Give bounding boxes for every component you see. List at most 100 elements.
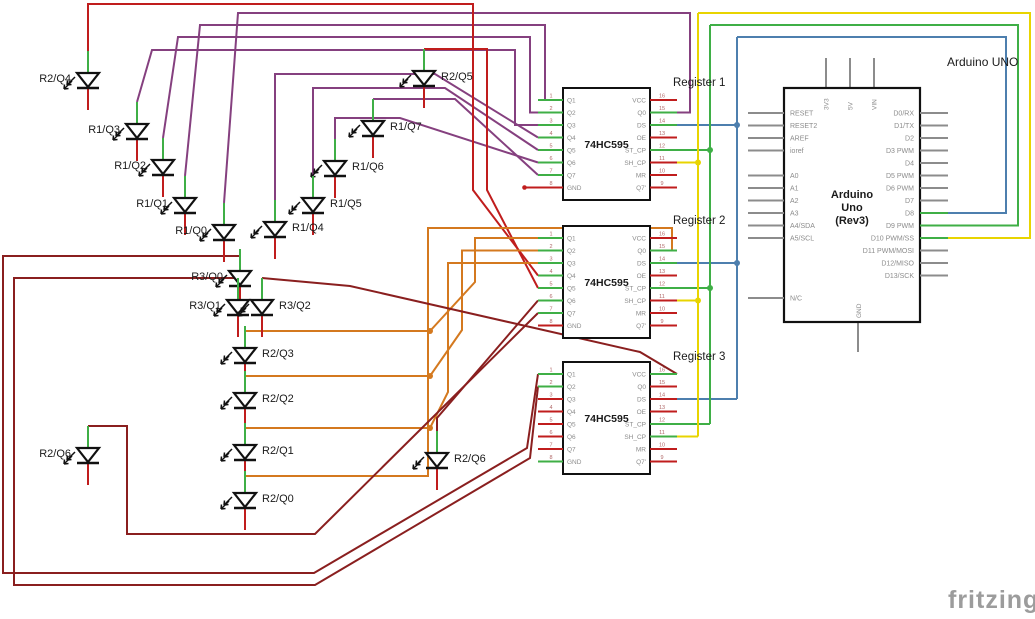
led-r1-q2[interactable]: R1/Q2 <box>114 138 177 197</box>
led-triangle[interactable] <box>210 223 238 241</box>
led-triangle[interactable] <box>149 158 177 176</box>
junction-dot <box>707 147 713 153</box>
pin-number: 10 <box>659 307 665 313</box>
pin-number: 14 <box>659 119 665 125</box>
wire-led-r1q5-reg1-q5[interactable] <box>312 87 539 176</box>
led-emission-arrow-icon <box>288 205 298 215</box>
wire-led-r1q7-reg1-q7[interactable] <box>373 98 539 176</box>
arduino-title: Uno <box>841 202 863 214</box>
led-r2-q5[interactable]: R2/Q5 <box>399 49 473 108</box>
arduino-pin-label: D11 PWM/MOSI <box>863 248 914 255</box>
led-r2-q1[interactable]: R2/Q1 <box>220 423 294 482</box>
wire-led-r1q0-reg1-q0[interactable] <box>223 12 691 204</box>
wire-led-r2q6-left-reg2-q7[interactable] <box>88 312 539 535</box>
led-emission-arrow-icon <box>250 229 260 239</box>
pin-number: 13 <box>659 269 665 275</box>
led-r2-q6-left[interactable]: R2/Q6 <box>39 426 102 485</box>
led-r3-q0[interactable]: R3/Q0 <box>191 249 254 308</box>
led-r1-q1[interactable]: R1/Q1 <box>136 176 199 235</box>
pin-label: Q5 <box>567 148 576 155</box>
wire-led-r3q0-reg3-q1[interactable] <box>2 249 539 574</box>
wire-led-r2q4-reg2-q4[interactable] <box>87 3 539 277</box>
pin-label: Q7' <box>636 185 646 192</box>
wire-shcp-to-d10[interactable] <box>698 12 1031 239</box>
led-r2-q0[interactable]: R2/Q0 <box>220 471 294 530</box>
pin-label: Q7 <box>567 447 576 454</box>
arduino-board[interactable]: RESETRESET2AREFiorefA0A1A2A3A4/SDAA5/SCL… <box>748 55 1018 352</box>
chip-body[interactable] <box>562 225 651 339</box>
led-r3-q2[interactable]: R3/Q2 <box>237 278 311 337</box>
led-triangle[interactable] <box>423 451 451 469</box>
led-emission-arrow-icon <box>220 355 230 365</box>
pin-number: 2 <box>549 106 552 112</box>
led-triangle[interactable] <box>261 220 289 238</box>
pin-number: 6 <box>549 294 552 300</box>
led-label: R1/Q5 <box>330 198 362 210</box>
junction-dot <box>427 373 433 379</box>
led-triangle[interactable] <box>359 119 387 137</box>
led-triangle[interactable] <box>231 491 259 509</box>
led-triangle[interactable] <box>248 298 276 316</box>
led-triangle[interactable] <box>231 391 259 409</box>
junction-dot <box>427 425 433 431</box>
wire-stcp-to-d9[interactable] <box>710 24 1019 227</box>
chip-register-2[interactable]: 1Q12Q23Q34Q45Q56Q67Q78GND16VCC15Q014DS13… <box>538 215 725 339</box>
led-triangle[interactable] <box>74 446 102 464</box>
led-r2-q3[interactable]: R2/Q3 <box>220 326 294 385</box>
pin-label: DS <box>637 123 647 130</box>
wire-led-r1q1-reg1-q1[interactable] <box>184 24 546 177</box>
arduino-body[interactable] <box>782 86 922 324</box>
led-r3-q1[interactable]: R3/Q1 <box>189 278 252 337</box>
wire-led-r2q3-reg2-q1[interactable] <box>244 237 538 332</box>
led-triangle[interactable] <box>321 159 349 177</box>
wire-led-r1q3-reg1-q3[interactable] <box>136 49 538 126</box>
led-triangle[interactable] <box>299 196 327 214</box>
chip-register-1[interactable]: 1Q12Q23Q34Q45Q56Q67Q78GND16VCC15Q014DS13… <box>522 77 725 201</box>
chip-body[interactable] <box>562 361 651 475</box>
led-triangle[interactable] <box>123 122 151 140</box>
led-r2-q6-mid[interactable]: R2/Q6 <box>412 431 486 490</box>
led-triangle[interactable] <box>410 69 438 87</box>
pin-number: 3 <box>549 393 552 399</box>
led-label: R2/Q6 <box>39 448 71 460</box>
led-r1-q4[interactable]: R1/Q4 <box>250 200 324 259</box>
led-triangle[interactable] <box>226 269 254 287</box>
wire-led-r1q2-reg1-q2[interactable] <box>162 36 538 139</box>
pin-number: 4 <box>549 405 552 411</box>
led-emission-arrow-icon <box>213 307 223 317</box>
led-r1-q5[interactable]: R1/Q5 <box>288 176 362 235</box>
led-emission-arrow-icon <box>199 232 209 242</box>
led-label: R3/Q1 <box>189 300 221 312</box>
pin-label: Q4 <box>567 135 576 142</box>
led-triangle[interactable] <box>74 71 102 89</box>
led-r2-q4[interactable]: R2/Q4 <box>39 51 102 110</box>
wire-led-r2q6-mid-reg2-q6[interactable] <box>436 299 539 432</box>
pin-label: Q1 <box>567 98 576 105</box>
led-triangle[interactable] <box>231 346 259 364</box>
led-r1-q6[interactable]: R1/Q6 <box>310 139 384 198</box>
junction-dot <box>734 122 740 128</box>
led-triangle[interactable] <box>231 443 259 461</box>
led-emission-arrow-icon <box>220 452 230 462</box>
led-r2-q2[interactable]: R2/Q2 <box>220 371 294 430</box>
led-triangle[interactable] <box>224 298 252 316</box>
junction-dot <box>734 260 740 266</box>
wire-led-r3q1-reg3-q2[interactable] <box>13 277 539 586</box>
chip-body[interactable] <box>562 87 651 201</box>
wire-led-r3q2-reg3-vcc[interactable] <box>261 277 678 375</box>
register-title: Register 3 <box>673 351 725 363</box>
pin-label: Q0 <box>637 384 646 391</box>
led-r1-q7[interactable]: R1/Q7 <box>348 99 422 158</box>
led-r1-q0[interactable]: R1/Q0 <box>175 203 238 262</box>
wire-led-r1q6-reg1-q6[interactable] <box>334 117 539 164</box>
led-label: R2/Q5 <box>441 71 473 83</box>
led-r1-q3[interactable]: R1/Q3 <box>88 102 151 161</box>
chip-name: 74HC595 <box>584 139 629 151</box>
arduino-pin-label: D13/SCK <box>885 273 915 280</box>
chip-register-3[interactable]: 1Q12Q23Q34Q45Q56Q67Q78GND16VCC15Q014DS13… <box>538 351 725 475</box>
pin-label: Q0 <box>637 110 646 117</box>
wire-led-r1q4-reg1-q4[interactable] <box>274 73 539 200</box>
chip-name: 74HC595 <box>584 277 629 289</box>
wire-ds-to-d8[interactable] <box>737 36 1007 214</box>
led-triangle[interactable] <box>171 196 199 214</box>
